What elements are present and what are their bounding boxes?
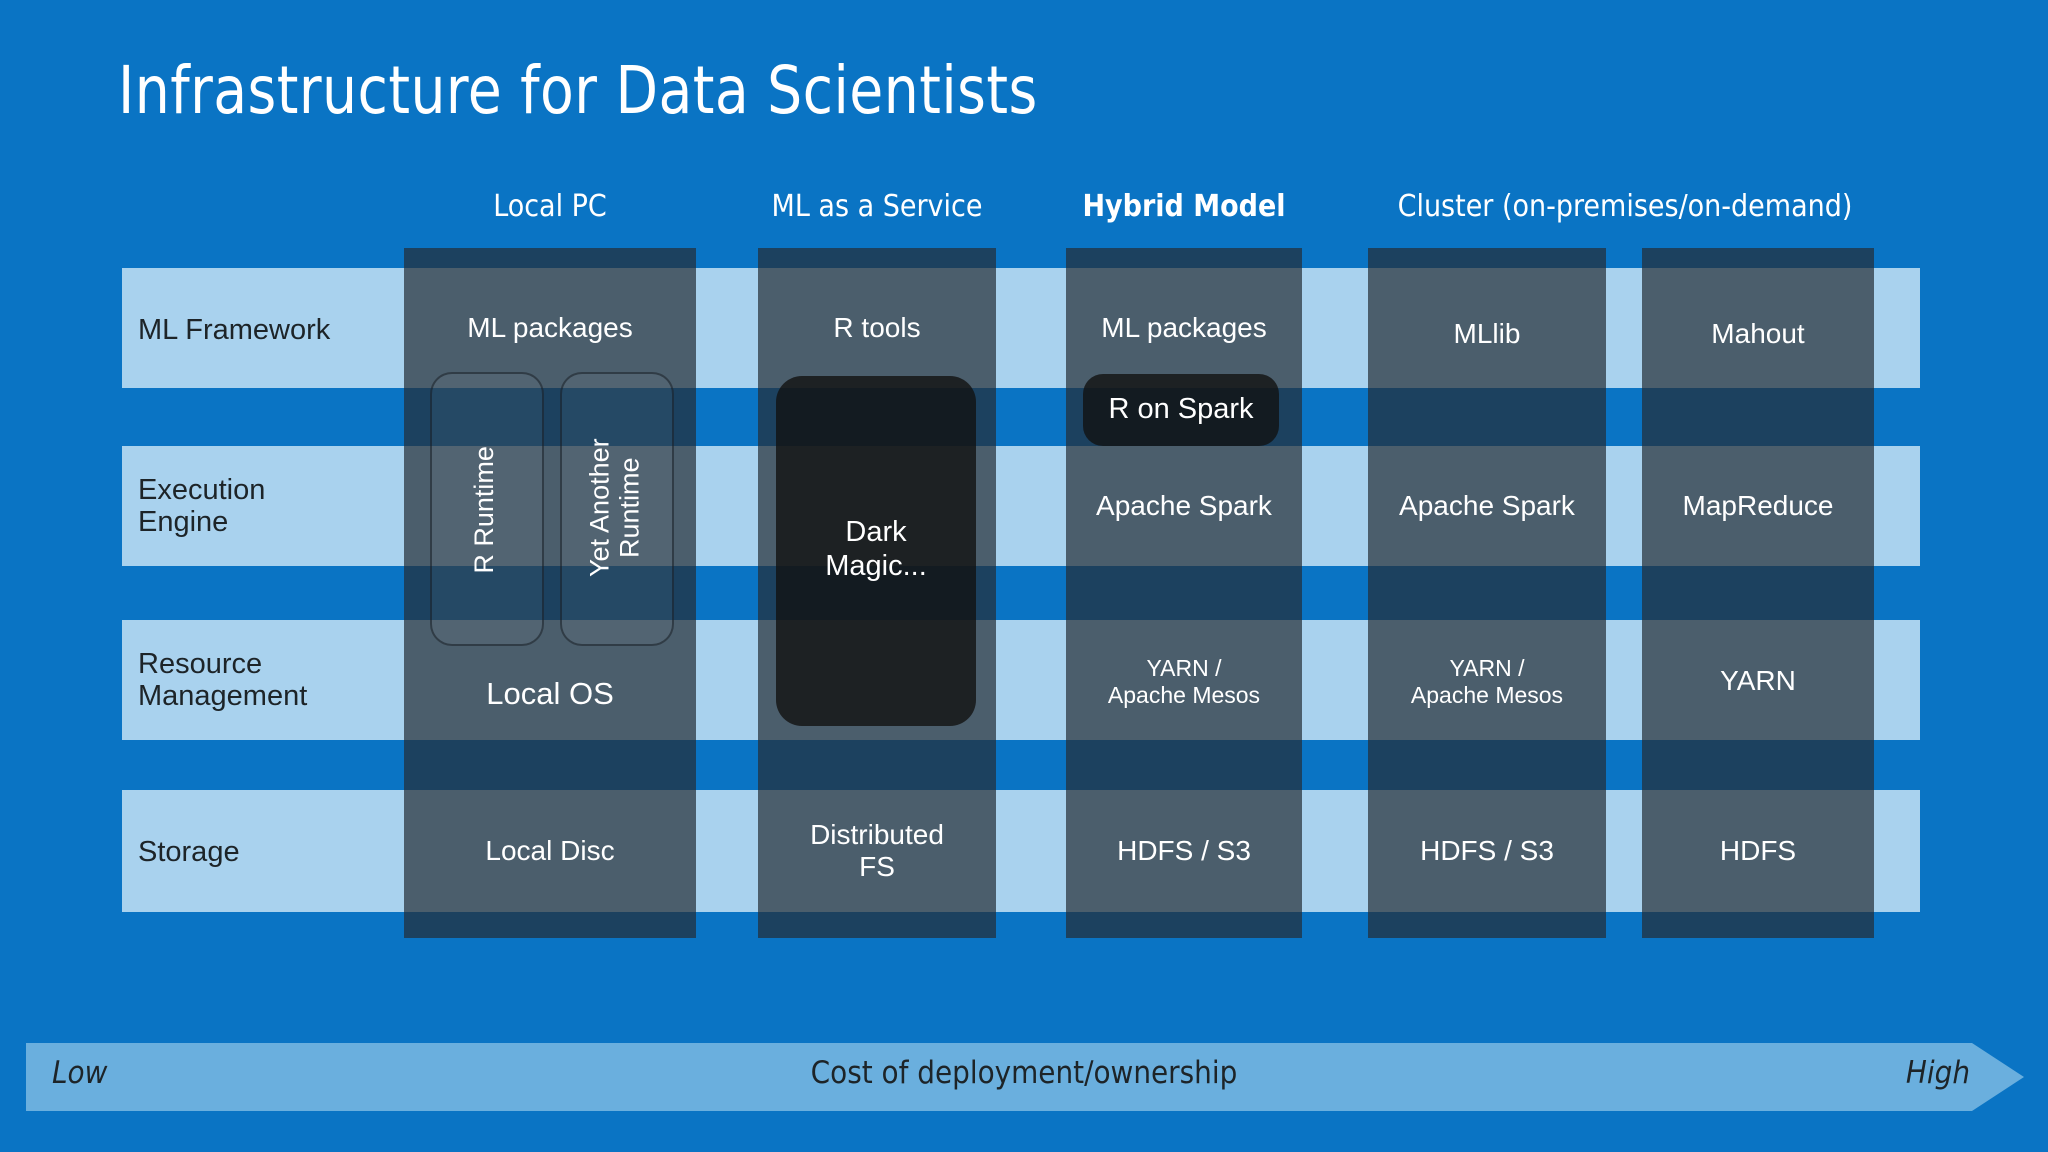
cost-axis-low-label: Low (52, 1055, 108, 1091)
row-label-execution-engine: Execution Engine (138, 474, 266, 539)
column-header-local-pc: Local PC (493, 189, 607, 224)
r-on-spark-badge (1083, 374, 1279, 446)
column-header-hybrid-model: Hybrid Model (1082, 189, 1286, 224)
cost-axis-title: Cost of deployment/ownership (810, 1055, 1238, 1091)
dark-magic-panel (776, 376, 976, 726)
row-label-resource-management: Resource Management (138, 648, 308, 713)
cost-axis-high-label: High (1905, 1055, 1970, 1091)
column-header-cluster: Cluster (on-premises/on-demand) (1397, 189, 1853, 224)
runtime-label-other: Yet Another Runtime (584, 438, 644, 578)
runtime-box-r (430, 372, 544, 646)
r-on-spark-label: R on Spark (1108, 393, 1254, 426)
column-overlay-cluster-on-demand (1642, 248, 1874, 938)
column-overlay-hybrid-model (1066, 248, 1302, 938)
row-label-storage: Storage (138, 836, 240, 868)
row-label-ml-framework: ML Framework (138, 314, 331, 346)
column-overlay-local-pc (404, 248, 696, 938)
runtime-label-r: R Runtime (469, 446, 500, 574)
column-header-ml-as-a-service: ML as a Service (771, 189, 983, 224)
dark-magic-label: Dark Magic... (825, 516, 927, 582)
column-overlay-cluster-on-premises (1368, 248, 1606, 938)
cost-axis-arrow (26, 1043, 2024, 1111)
runtime-box-other (560, 372, 674, 646)
page-title: Infrastructure for Data Scientists (118, 52, 1038, 129)
